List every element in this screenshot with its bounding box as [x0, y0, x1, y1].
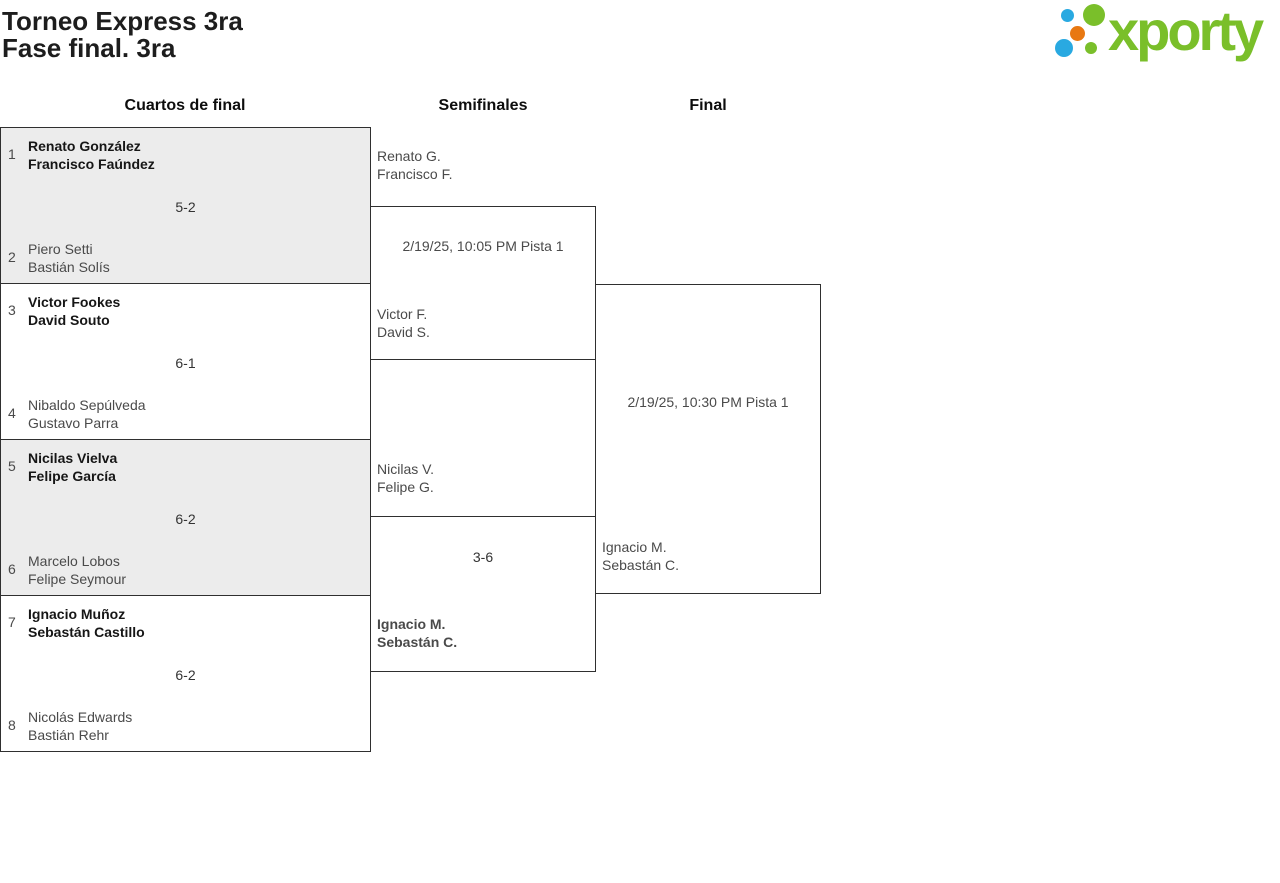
- column-header-semifinals: Semifinales: [438, 97, 528, 114]
- seed-number: 1: [8, 146, 16, 162]
- match-semifinal-2[interactable]: [370, 516, 596, 672]
- logo-dot-icon: [1070, 26, 1085, 41]
- xporty-logo[interactable]: xporty: [1045, 0, 1280, 70]
- match-schedule: 2/19/25, 10:05 PM Pista 1: [402, 238, 564, 254]
- xporty-logo-text: xporty: [1108, 0, 1264, 62]
- logo-dot-icon: [1055, 39, 1073, 57]
- column-header-final: Final: [689, 97, 727, 114]
- phase-name: Fase final. 3ra: [2, 33, 176, 63]
- seed-number: 8: [8, 717, 16, 733]
- match-score: 6-2: [175, 667, 196, 683]
- match-score: 5-2: [175, 199, 196, 215]
- seed-number: 7: [8, 614, 16, 630]
- seed-number: 4: [8, 405, 16, 421]
- logo-dot-icon: [1083, 4, 1105, 26]
- seed-number: 5: [8, 458, 16, 474]
- seed-number: 2: [8, 249, 16, 265]
- logo-dot-icon: [1085, 42, 1097, 54]
- seed-number: 6: [8, 561, 16, 577]
- page-title: Torneo Express 3ra Fase final. 3ra: [2, 8, 243, 62]
- column-header-quarterfinals: Cuartos de final: [124, 97, 246, 114]
- match-score: 6-1: [175, 355, 196, 371]
- logo-dot-icon: [1061, 9, 1074, 22]
- tournament-name: Torneo Express 3ra: [2, 6, 243, 36]
- team-name: Victor F.David S.: [377, 306, 430, 340]
- seed-number: 3: [8, 302, 16, 318]
- team-name: Ignacio M.Sebastán C.: [377, 616, 458, 650]
- team-name: Ignacio M.Sebastán C.: [602, 539, 680, 573]
- team-name: Renato G.Francisco F.: [377, 148, 453, 182]
- team-name: Nicilas V.Felipe G.: [377, 461, 435, 495]
- match-semifinal-1[interactable]: [370, 206, 596, 360]
- match-final[interactable]: [595, 284, 821, 594]
- match-score: 6-2: [175, 511, 196, 527]
- match-schedule: 2/19/25, 10:30 PM Pista 1: [627, 394, 789, 410]
- match-score: 3-6: [472, 549, 494, 565]
